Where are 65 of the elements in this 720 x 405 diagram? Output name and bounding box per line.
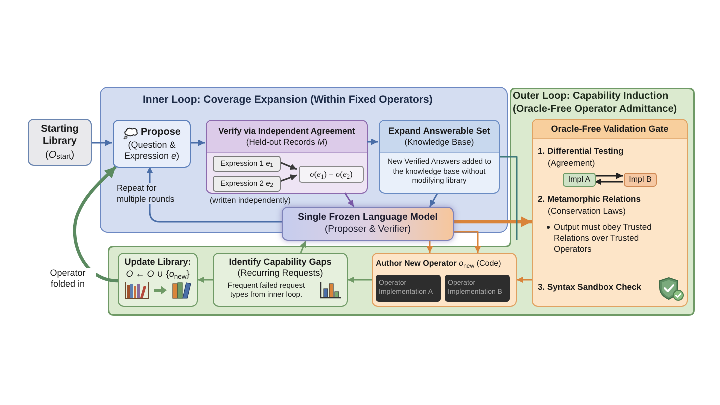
list-heading: 3. Syntax Sandbox Check	[538, 282, 642, 293]
list-subheading: (Conservation Laws)	[548, 206, 626, 217]
arrow	[595, 178, 623, 186]
box-title: Author New Operator o$_{new}$ (Code)	[376, 258, 502, 269]
panel-title: Inner Loop: Coverage Expansion (Within Fixed Operators)	[143, 94, 433, 107]
box-subtitle: (O$_{start}$)	[45, 148, 75, 162]
arrow	[344, 192, 355, 208]
box-subtitle: (Question & Expression e)	[123, 140, 181, 162]
validation-panel	[532, 119, 688, 307]
arrow	[146, 167, 282, 223]
arrow	[595, 172, 623, 180]
model-box	[282, 207, 454, 241]
code-block	[376, 275, 441, 302]
panel-title: Oracle-Free Validation Gate	[551, 124, 669, 134]
side-note: (written independently)	[210, 196, 291, 206]
process-box	[213, 253, 348, 307]
box-subtitle: (Recurring Requests)	[238, 268, 324, 279]
implementation-chip	[563, 173, 596, 187]
arrow	[426, 241, 434, 253]
process-box	[372, 253, 517, 307]
box-title: Update Library:	[124, 257, 192, 268]
chip-label: Impl A	[568, 175, 591, 185]
equation-box	[299, 166, 364, 183]
process-box	[379, 120, 500, 194]
code-block	[445, 275, 510, 302]
chip-label: Impl B	[629, 175, 652, 185]
arrow	[348, 276, 372, 284]
box-title: Single Frozen Language Model	[298, 212, 438, 224]
expression-box	[213, 176, 281, 192]
connector-line	[499, 156, 518, 240]
arrow	[278, 174, 298, 183]
outer-loop-panel	[108, 88, 695, 316]
process-box	[118, 253, 198, 307]
arrow	[429, 192, 439, 208]
box-title: Identify Capability Gaps	[229, 257, 332, 268]
list-heading: 2. Metamorphic Relations	[538, 194, 641, 205]
arrow	[454, 216, 532, 228]
arrow	[92, 140, 112, 146]
box-subtitle: (Knowledge Base)	[404, 136, 474, 148]
equation: σ(e$_{1}$) = σ(e$_{2}$)	[310, 169, 353, 180]
box-title: Starting Library	[40, 124, 80, 148]
process-box	[113, 120, 191, 168]
box-subtitle: (Held-out Records M)	[246, 136, 328, 148]
process-box	[206, 120, 368, 194]
arrow	[278, 161, 298, 170]
bullet-text: Output must obey Trusted Relations over Trusted Operators	[554, 222, 653, 255]
box-title: Verify via Independent Agreement	[218, 126, 356, 136]
box-title: Expand Answerable Set	[388, 126, 490, 136]
box-title: Propose	[140, 127, 181, 139]
panel-title: Outer Loop: Capability Induction (Oracle-Free Operator Admittance)	[513, 91, 678, 116]
arrow	[517, 276, 532, 284]
list-subheading: (Agreement)	[548, 158, 596, 169]
arrow	[198, 276, 213, 284]
formula: O ← O ∪ {o$_{new}$}	[126, 268, 190, 280]
arrow	[73, 166, 118, 283]
implementation-chip	[624, 173, 657, 187]
arrow	[190, 140, 205, 146]
arrow	[300, 240, 307, 254]
inner-loop-panel	[100, 87, 508, 233]
arrow	[454, 231, 482, 253]
list-heading: 1. Differential Testing	[538, 146, 624, 157]
arrow	[367, 138, 378, 146]
library-box	[28, 119, 92, 166]
box-subtitle: (Proposer & Verifier)	[324, 224, 412, 236]
expression-box	[213, 156, 281, 172]
